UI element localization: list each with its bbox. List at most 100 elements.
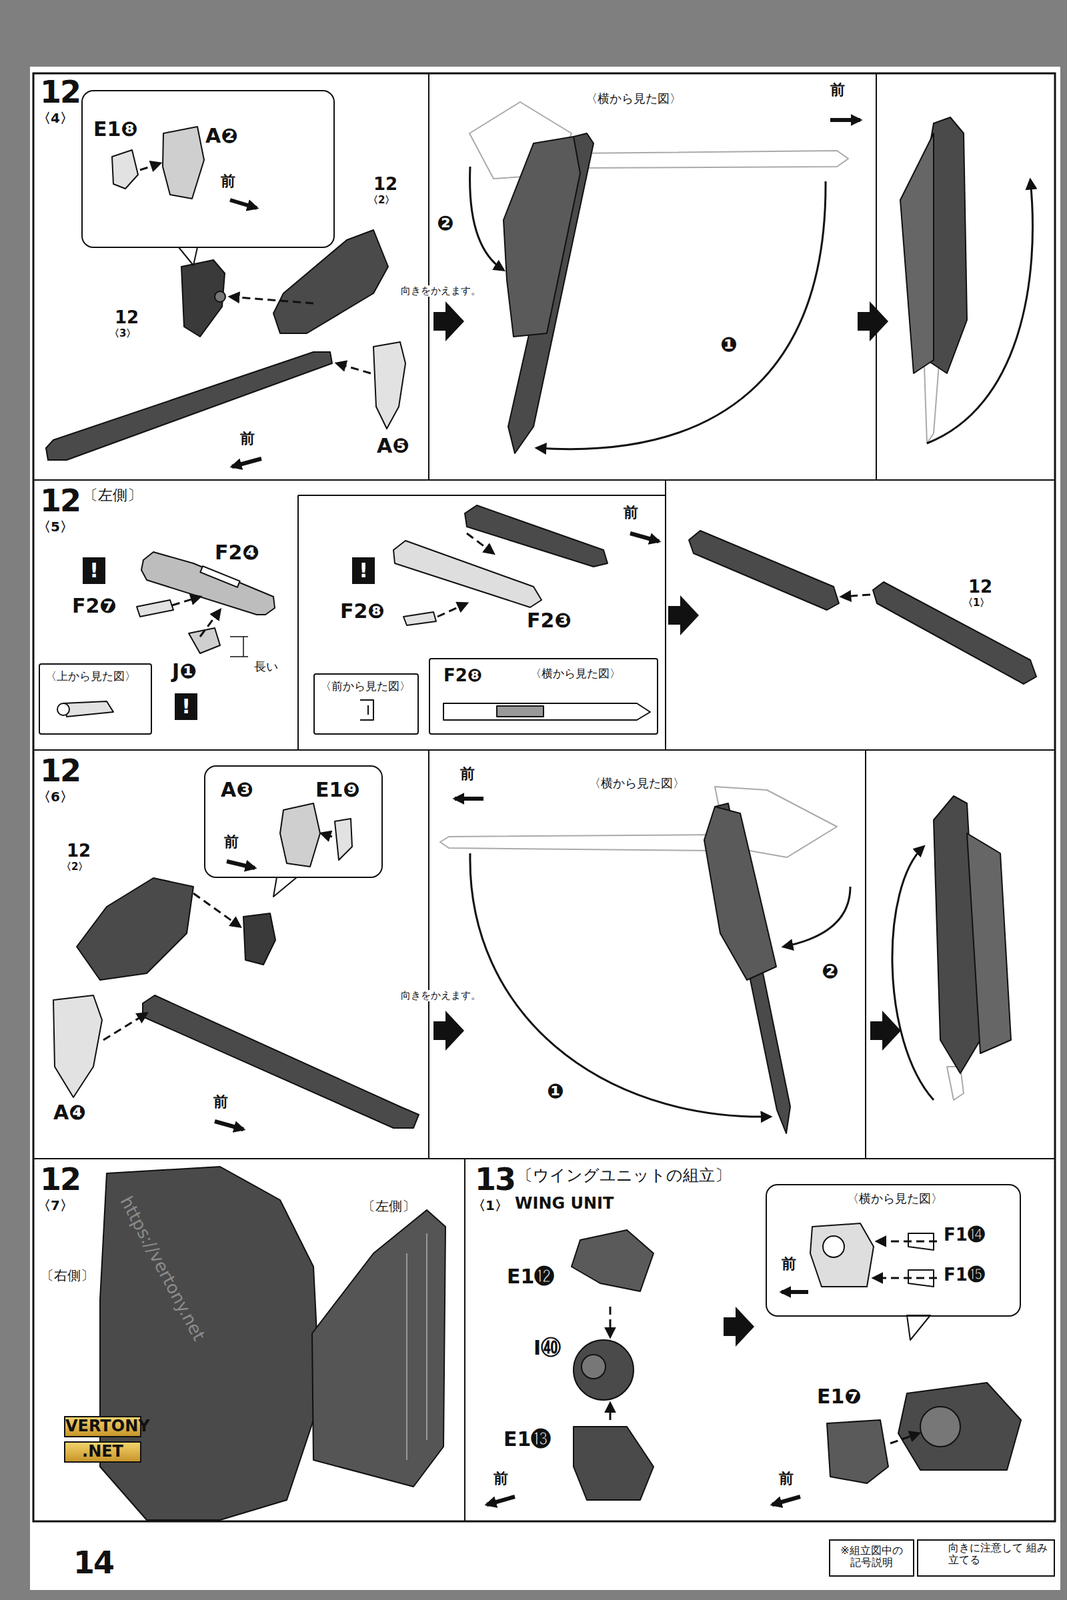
node-text: F1⓯ (943, 1265, 985, 1286)
part-label: 前 (778, 1470, 794, 1488)
part-drawing (496, 706, 544, 717)
note-text: 〔ウイングユニットの組立〕 (514, 1167, 733, 1186)
part-label: ❶ (546, 1080, 564, 1104)
view-box: 〈上から見た図〉 (38, 663, 153, 735)
note-text: 〔左側〕 (360, 1199, 418, 1215)
page-ground (33, 73, 1055, 1522)
callout-bubble: 〈横から見た図〉F1⓮F1⓯前 (765, 1184, 1021, 1318)
big-arrow (857, 301, 889, 342)
dashed-guide (876, 1241, 937, 1244)
step-number: 13 (474, 1162, 515, 1198)
part-drawing (503, 136, 581, 337)
page-ground (33, 73, 1055, 1522)
view-box: 〈前から見た図〉 (313, 673, 419, 735)
part-drawing (273, 230, 389, 334)
big-arrow (433, 1010, 465, 1051)
note-text: 〈横から見た図〉 (583, 92, 684, 107)
part-drawing (966, 833, 1011, 1054)
part-drawing (810, 1223, 874, 1288)
watermark-logo: .NET (64, 1441, 142, 1464)
front-arrow (830, 118, 861, 123)
section-heading: WING UNIT (514, 1195, 614, 1214)
part-drawing (393, 540, 542, 608)
part-label: J❶ (172, 660, 197, 684)
big-arrow (870, 1010, 901, 1051)
part-drawing (581, 1355, 606, 1380)
part-label: F2❹ (214, 541, 260, 565)
part-label: 前 (830, 81, 845, 99)
step-number: 12 (40, 74, 81, 111)
part-drawing (200, 566, 240, 588)
part-drawing (100, 1167, 321, 1521)
node-text: F1⓮ (943, 1225, 985, 1246)
step-substep: 〈4〉 (37, 110, 74, 127)
step-substep: 〈7〉 (37, 1198, 74, 1214)
step-reference: 12 (114, 308, 139, 329)
big-arrow (723, 1307, 755, 1348)
part-drawing (688, 530, 839, 611)
note-text: 〈横から見た図〉 (586, 776, 687, 791)
part-label: ❷ (821, 960, 839, 984)
part-drawing (373, 342, 406, 429)
node-text: A❷ (205, 124, 239, 149)
part-label: F2❸ (526, 609, 572, 633)
part-drawing (178, 247, 198, 266)
step-reference: 12 (968, 577, 993, 598)
dashed-guide (140, 163, 161, 171)
part-label: I㊵ (533, 1337, 561, 1361)
part-drawing (181, 260, 225, 337)
part-label: A❺ (376, 434, 410, 459)
part-label: 前 (213, 1093, 229, 1111)
turn-arrow (536, 181, 826, 450)
part-drawing (822, 1236, 845, 1258)
front-arrow (781, 1290, 809, 1295)
dashed-guide (841, 594, 871, 597)
big-arrow (433, 301, 465, 342)
page-ground (30, 66, 1061, 1591)
part-drawing (900, 133, 934, 374)
part-drawing (440, 834, 715, 851)
node-text: E1❾ (315, 778, 361, 803)
note-text: 長い (252, 660, 281, 675)
part-drawing (53, 995, 103, 1098)
part-drawing (57, 703, 70, 716)
part-drawing (360, 700, 374, 721)
big-arrow (433, 301, 901, 1348)
front-arrow (486, 1497, 515, 1506)
dashed-guide (193, 893, 241, 927)
step-number: 12 (40, 1162, 81, 1198)
turn-arrow (783, 886, 851, 947)
part-drawing (46, 352, 333, 461)
page-ground (30, 66, 1061, 1591)
watermark-logo: VERTONY (64, 1416, 142, 1438)
front-arrow (214, 1121, 244, 1130)
note-text: 向きをかえます。 (398, 990, 483, 1002)
turn-arrow (470, 853, 771, 1118)
part-drawing (63, 701, 114, 717)
dashed-guide (172, 596, 201, 606)
step-substep: 〈3〉 (109, 328, 137, 340)
part-drawing (704, 806, 777, 981)
part-drawing (112, 150, 139, 189)
part-label: E1⓭ (503, 1428, 551, 1452)
callout-bubble: A❸E1❾前 (204, 765, 383, 879)
part-label: F2❼ (72, 594, 117, 619)
part-drawing (76, 878, 194, 981)
part-drawing (406, 1233, 427, 1461)
dashed-guide (103, 1013, 147, 1041)
dashed-guide (873, 1277, 937, 1280)
front-arrow (230, 200, 257, 209)
part-drawing (898, 1383, 1021, 1471)
step-number: 12 (40, 753, 81, 789)
node-text: E1❽ (93, 118, 139, 142)
node-text: 〈横から見た図〉 (846, 1192, 943, 1207)
part-drawing (214, 291, 226, 303)
step-reference: 12 (66, 841, 91, 862)
part-drawing (443, 703, 651, 721)
part-drawing (826, 1420, 889, 1484)
watermark: https://vertony.net (116, 1193, 209, 1345)
front-arrow (454, 796, 484, 801)
front-arrow (630, 533, 659, 542)
node-text: 〈前から見た図〉 (320, 680, 411, 694)
